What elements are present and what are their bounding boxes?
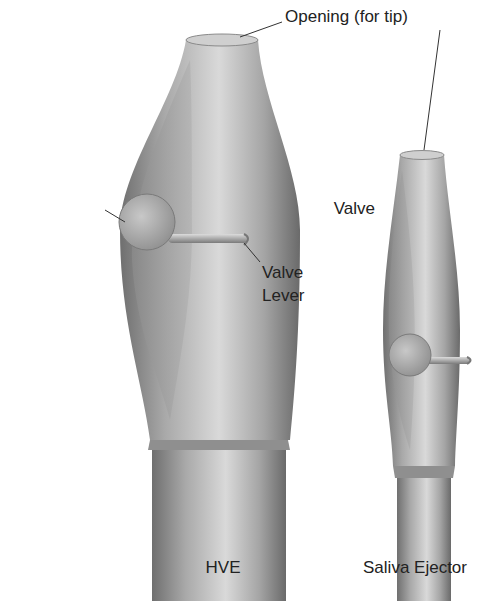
part-label: Valve Lever <box>262 262 310 308</box>
part-label: Valve <box>334 198 375 221</box>
leader-line <box>105 22 440 262</box>
saliva-ejector-handpiece <box>383 151 471 601</box>
hve-handpiece <box>119 34 300 601</box>
device-name: HVE <box>206 557 241 580</box>
part-label: Opening (for tip) <box>285 6 408 29</box>
device-name: Saliva Ejector <box>363 557 467 580</box>
